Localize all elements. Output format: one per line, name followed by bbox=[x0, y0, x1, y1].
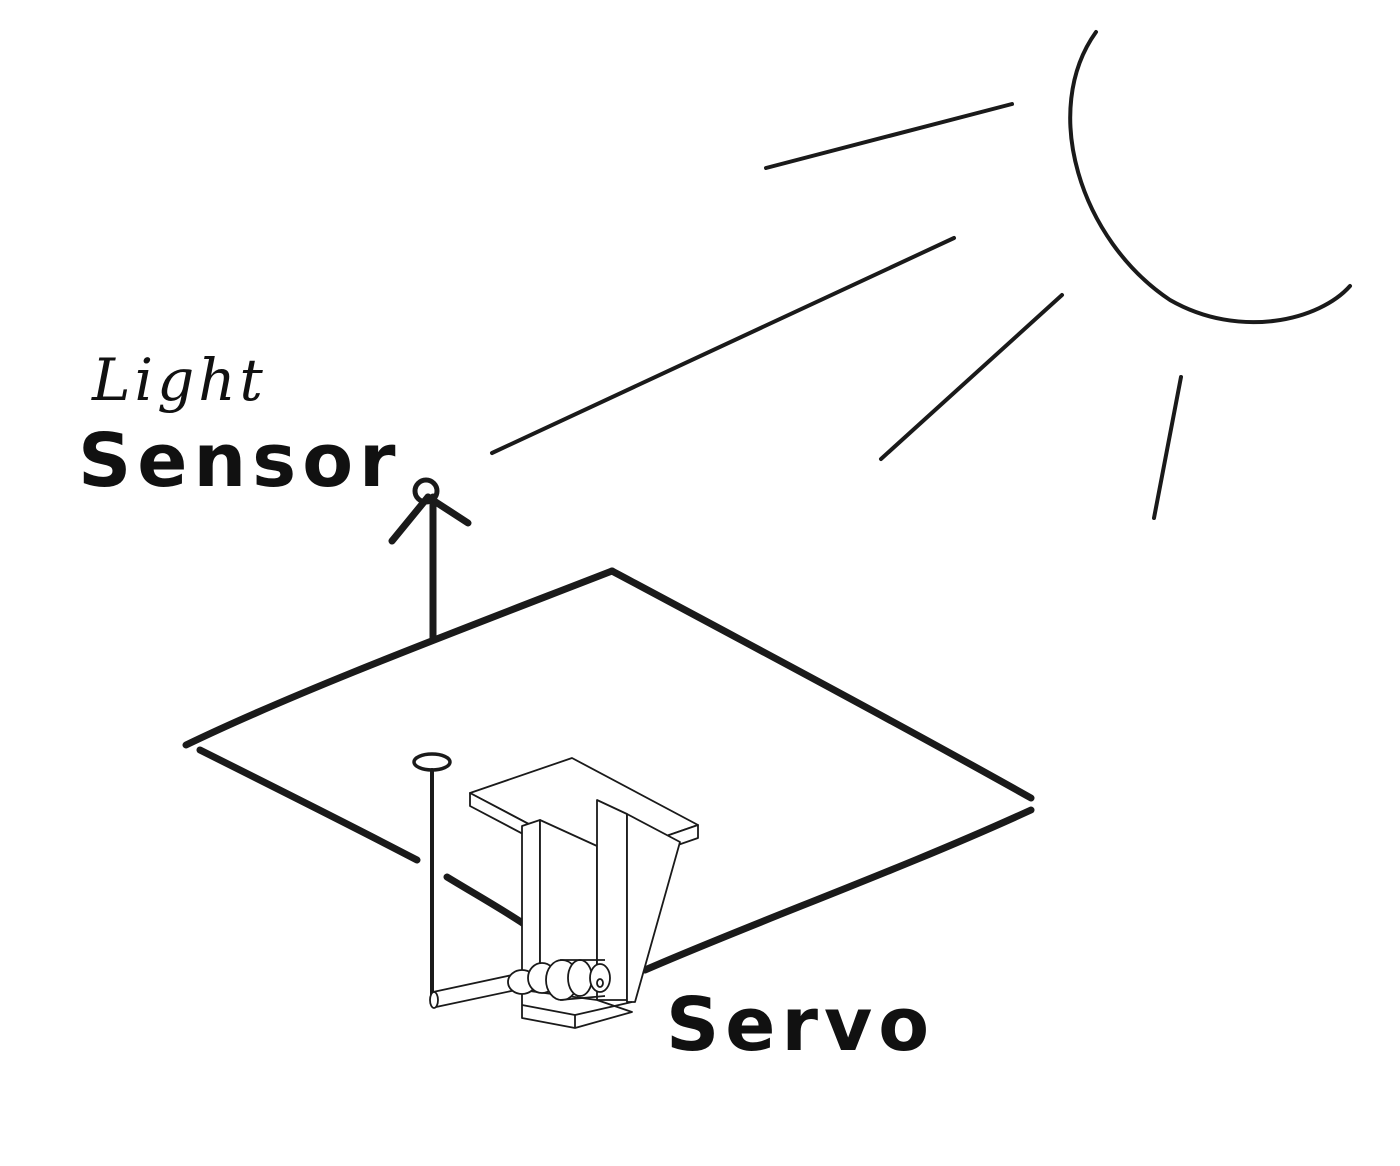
sun-ray-4 bbox=[1152, 375, 1183, 520]
sun-ray-3 bbox=[879, 293, 1064, 461]
pivot-axis bbox=[412, 752, 452, 997]
sun-ray-1 bbox=[764, 102, 1014, 170]
light-label: Light bbox=[91, 346, 267, 414]
solar-panel bbox=[182, 567, 1035, 974]
sensor-label: Sensor bbox=[78, 418, 402, 504]
panel-edge-back-left bbox=[182, 567, 616, 749]
panel-edge-front-right bbox=[641, 806, 1035, 974]
sun-icon bbox=[490, 30, 1352, 520]
sensor-head bbox=[412, 477, 440, 505]
sensor-arm-left bbox=[388, 493, 432, 545]
pivot-ring bbox=[412, 752, 452, 772]
sun-ray-2 bbox=[490, 236, 956, 455]
panel-edge-front-left-b bbox=[443, 873, 531, 930]
servo-label: Servo bbox=[666, 982, 935, 1068]
sun-disc-arc bbox=[1068, 30, 1352, 325]
panel-edge-front-left-a bbox=[196, 746, 421, 864]
servo-icon bbox=[429, 757, 699, 1029]
light-sensor bbox=[388, 477, 472, 644]
panel-edge-back-right bbox=[608, 567, 1035, 802]
